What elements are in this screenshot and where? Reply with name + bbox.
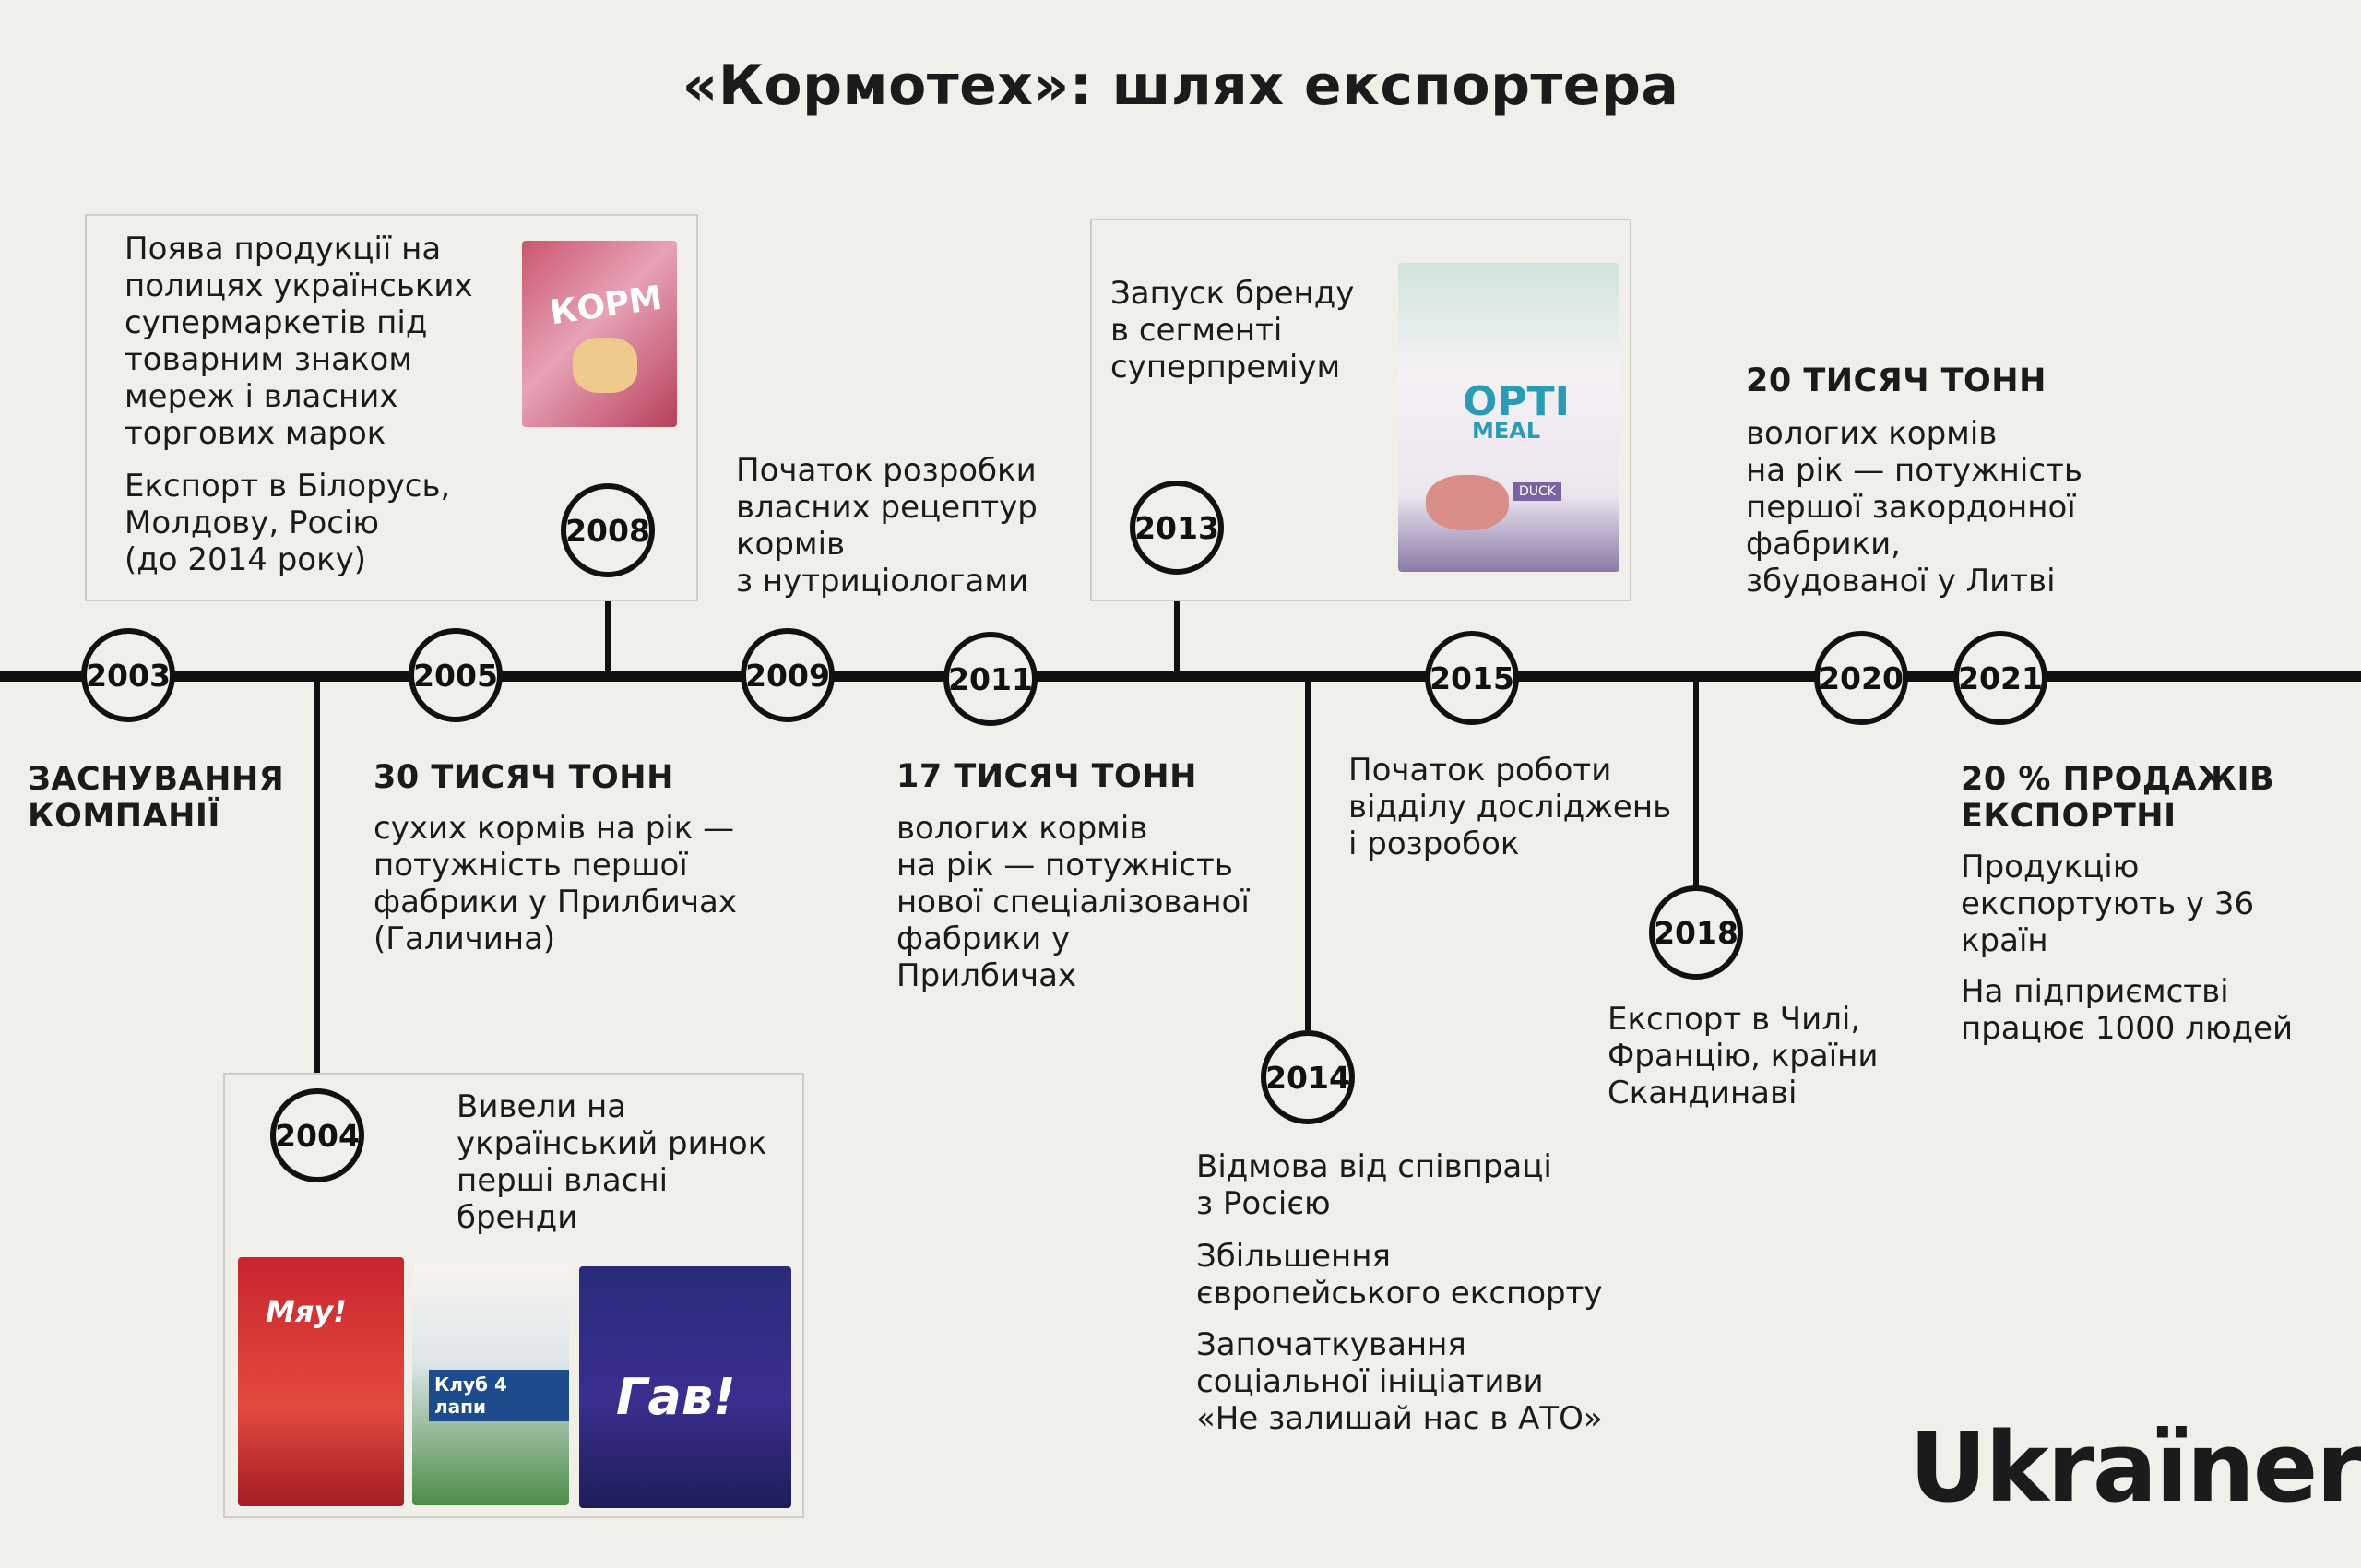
connector-2018 — [1693, 680, 1699, 892]
year-circle-2004: 2004 — [270, 1088, 364, 1182]
pack-brand-1: OPTI — [1463, 378, 1571, 425]
connector-2004 — [314, 680, 320, 1086]
pack-flavor: DUCK — [1513, 482, 1561, 501]
event-2008-text1: Поява продукції на полицях українських с… — [125, 231, 473, 452]
pack-brand-2: MEAL — [1472, 418, 1541, 444]
cat-icon — [573, 338, 637, 393]
brand-miau-label: Мяу! — [266, 1294, 347, 1329]
event-2020-text: вологих кормів на рік — потужність першо… — [1746, 415, 2082, 600]
event-2014-text2: Збільшення європейського експорту — [1196, 1238, 1603, 1312]
event-2008-text2: Експорт в Білорусь, Молдову, Росію (до 2… — [125, 468, 451, 578]
event-2021-text1: Продукцію експортують у 36 країн — [1961, 849, 2255, 959]
optimeal-pack-image: OPTI MEAL DUCK — [1398, 263, 1619, 572]
brand-hav-label: Гав! — [616, 1368, 736, 1426]
year-circle-2008: 2008 — [561, 483, 655, 577]
pack-label: КОРМ — [547, 279, 665, 333]
connector-2014 — [1305, 680, 1311, 1030]
year-circle-2003: 2003 — [81, 628, 175, 722]
event-2015-text: Початок роботи відділу досліджень і розр… — [1348, 752, 1672, 862]
brand-club4lapy-label: Клуб 4 лапи — [429, 1370, 569, 1421]
duck-meat-icon — [1426, 475, 1509, 530]
brand-hav-pack: Гав! — [579, 1266, 791, 1508]
event-2018-text: Експорт в Чилі, Францію, країни Скандина… — [1608, 1001, 1879, 1111]
event-2021-text2: На підприємстві працює 1000 людей — [1961, 973, 2294, 1047]
ukrainer-logo: Ukraїner — [1909, 1411, 2361, 1524]
event-2020-heading: 20 ТИСЯЧ ТОНН — [1746, 362, 2047, 399]
year-circle-2014: 2014 — [1261, 1030, 1355, 1124]
connector-2013 — [1174, 572, 1180, 673]
event-2021-heading: 20 % ПРОДАЖІВ ЕКСПОРТНІ — [1961, 761, 2275, 835]
event-2014-text1: Відмова від співпраці з Росією — [1196, 1148, 1552, 1222]
event-2014-text3: Започаткування соціальної ініціативи «Не… — [1196, 1326, 1603, 1437]
year-circle-2021: 2021 — [1953, 631, 2047, 725]
event-2003-heading: ЗАСНУВАННЯ КОМПАНІЇ — [28, 761, 285, 835]
year-circle-2020: 2020 — [1814, 631, 1908, 725]
page-title: «Кормотех»: шлях експортера — [682, 53, 1679, 118]
event-2009-text: Початок розробки власних рецептур кормів… — [736, 452, 1038, 600]
year-circle-2018: 2018 — [1649, 885, 1743, 980]
product-pack-image: КОРМ — [522, 241, 677, 427]
event-2004-text: Вивели на український ринок перші власні… — [457, 1088, 767, 1236]
brand-club4lapy-pack: Клуб 4 лапи — [412, 1264, 569, 1505]
connector-2008 — [605, 572, 611, 673]
year-circle-2011: 2011 — [943, 632, 1038, 726]
event-2005-heading: 30 ТИСЯЧ ТОНН — [374, 759, 674, 796]
year-circle-2013: 2013 — [1130, 481, 1224, 575]
year-circle-2015: 2015 — [1425, 631, 1519, 725]
year-circle-2009: 2009 — [741, 628, 835, 722]
event-2011-text: вологих кормів на рік — потужність нової… — [896, 810, 1250, 994]
event-2013-text: Запуск бренду в сегменті суперпреміум — [1110, 275, 1355, 386]
timeline-axis — [0, 671, 2361, 682]
event-2005-text: сухих кормів на рік — потужність першої … — [374, 810, 738, 957]
year-circle-2005: 2005 — [409, 628, 503, 722]
brand-miau-pack: Мяу! — [238, 1257, 404, 1506]
event-2011-heading: 17 ТИСЯЧ ТОНН — [896, 758, 1197, 795]
